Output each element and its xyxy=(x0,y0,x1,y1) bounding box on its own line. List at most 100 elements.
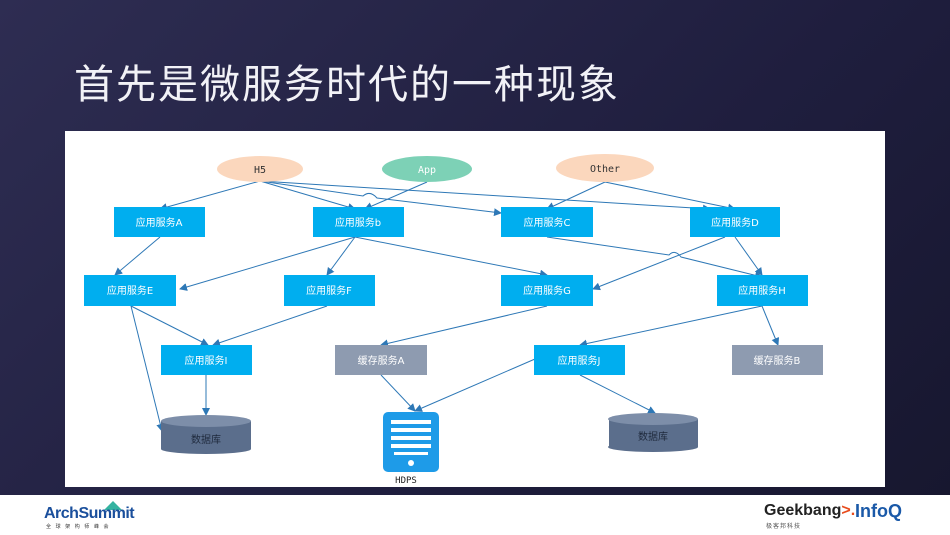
client-app: App xyxy=(382,156,472,182)
edge-b-f xyxy=(326,236,356,276)
database-left: 数据库 xyxy=(161,415,251,454)
client-h5: H5 xyxy=(217,156,303,182)
service-b-label: 应用服务b xyxy=(335,216,381,229)
client-other: Other xyxy=(556,154,654,182)
database-left-top xyxy=(161,415,251,427)
hdfs-stripe-5 xyxy=(394,452,428,455)
edge-d-g xyxy=(592,236,726,291)
service-a-box xyxy=(114,207,205,237)
service-b-box xyxy=(313,207,404,237)
service-g-box xyxy=(501,275,593,306)
service-e: 应用服务E xyxy=(84,275,176,306)
edge-cachea-hdfs xyxy=(380,374,416,412)
edge-j-dbright xyxy=(579,374,656,414)
edge-other-d xyxy=(604,181,736,212)
cache-b-box xyxy=(732,345,823,375)
service-h-box xyxy=(717,275,808,306)
service-d-label: 应用服务D xyxy=(711,216,759,229)
edge-j-hdfs xyxy=(414,358,536,412)
service-j-label: 应用服务J xyxy=(558,354,601,367)
client-app-label: App xyxy=(418,165,436,176)
client-h5-shape xyxy=(217,156,303,182)
service-a: 应用服务A xyxy=(114,207,205,237)
edge-h5-b xyxy=(259,180,356,211)
database-right-top xyxy=(608,413,698,425)
service-j: 应用服务J xyxy=(534,345,625,375)
client-app-shape xyxy=(382,156,472,182)
database-left-bottom xyxy=(161,444,251,454)
hdfs-power-icon xyxy=(408,460,414,466)
edge-app-b xyxy=(364,181,428,210)
cache-a: 缓存服务A xyxy=(335,345,427,375)
edge-h-cacheb xyxy=(761,305,780,346)
cache-b: 缓存服务B xyxy=(732,345,823,375)
mountain-icon xyxy=(104,501,122,510)
diagram-svg: H5 App Other 应用服务A 应用服务b 应用服务C 应用服务D xyxy=(84,154,823,486)
archsummit-logo: ArchSummit 全 球 架 构 师 峰 会 xyxy=(44,501,135,531)
database-left-label: 数据库 xyxy=(191,433,221,446)
database-right: 数据库 xyxy=(608,413,698,452)
edge-e-dbleft xyxy=(130,305,165,432)
service-b: 应用服务b xyxy=(313,207,404,237)
database-right-label: 数据库 xyxy=(638,430,668,443)
database-right-bottom xyxy=(608,442,698,452)
edge-c-h xyxy=(546,236,763,280)
edge-f-i xyxy=(212,305,328,347)
service-g-label: 应用服务G xyxy=(523,284,571,297)
service-d: 应用服务D xyxy=(690,207,780,237)
slide-footer: ArchSummit 全 球 架 构 师 峰 会 Geekbang>. 极客邦科… xyxy=(0,495,950,535)
edge-other-c xyxy=(546,181,606,210)
hdfs-label: HDPS xyxy=(395,476,417,486)
page-title: 首先是微服务时代的一种现象 xyxy=(74,62,620,108)
client-h5-label: H5 xyxy=(254,165,266,176)
service-f-box xyxy=(284,275,375,306)
service-c: 应用服务C xyxy=(501,207,593,237)
service-j-box xyxy=(534,345,625,375)
service-e-label: 应用服务E xyxy=(107,284,153,297)
service-h-label: 应用服务H xyxy=(738,284,786,297)
client-other-shape xyxy=(556,154,654,182)
edge-group xyxy=(114,180,780,432)
service-a-label: 应用服务A xyxy=(136,216,183,229)
edge-a-e xyxy=(114,236,161,276)
edge-h5-a xyxy=(159,180,261,211)
hdfs-stripe-2 xyxy=(391,428,431,432)
hdfs-server-stripes xyxy=(391,420,431,455)
edge-e-i xyxy=(130,305,209,346)
service-e-box xyxy=(84,275,176,306)
edge-h5-d xyxy=(259,180,711,213)
cache-a-label: 缓存服务A xyxy=(358,354,405,367)
service-g: 应用服务G xyxy=(501,275,593,306)
arrow-icon: >. xyxy=(841,502,856,519)
edge-d-h xyxy=(734,236,763,276)
service-f-label: 应用服务F xyxy=(306,284,352,297)
hdfs-stripe-4 xyxy=(391,444,431,448)
geekbang-name: Geekbang>. xyxy=(764,502,856,519)
archsummit-name: ArchSummit xyxy=(44,505,135,522)
architecture-diagram: H5 App Other 应用服务A 应用服务b 应用服务C 应用服务D xyxy=(65,131,885,487)
cache-b-label: 缓存服务B xyxy=(754,354,801,367)
service-f: 应用服务F xyxy=(284,275,375,306)
client-other-label: Other xyxy=(590,164,620,175)
edge-g-cachea xyxy=(380,305,548,348)
service-h: 应用服务H xyxy=(717,275,808,306)
geekbang-subtitle: 极客邦科技 xyxy=(766,523,802,530)
archsummit-subtitle: 全 球 架 构 师 峰 会 xyxy=(46,524,111,530)
edge-b-e xyxy=(179,236,356,291)
hdfs-server-shape xyxy=(383,412,439,472)
hdfs-server: HDPS xyxy=(383,412,439,486)
service-i: 应用服务I xyxy=(161,345,252,375)
service-d-box xyxy=(690,207,780,237)
hdfs-stripe-1 xyxy=(391,420,431,424)
cache-a-box xyxy=(335,345,427,375)
service-c-box xyxy=(501,207,593,237)
service-i-box xyxy=(161,345,252,375)
edge-b-g xyxy=(354,236,548,278)
edge-h5-c xyxy=(259,180,502,217)
service-i-label: 应用服务I xyxy=(185,354,228,367)
service-c-label: 应用服务C xyxy=(524,216,571,229)
geekbang-logo: Geekbang>. 极客邦科技 xyxy=(764,501,856,531)
edge-h-j xyxy=(579,305,763,348)
hdfs-stripe-3 xyxy=(391,436,431,440)
infoq-logo: InfoQ xyxy=(855,501,902,521)
